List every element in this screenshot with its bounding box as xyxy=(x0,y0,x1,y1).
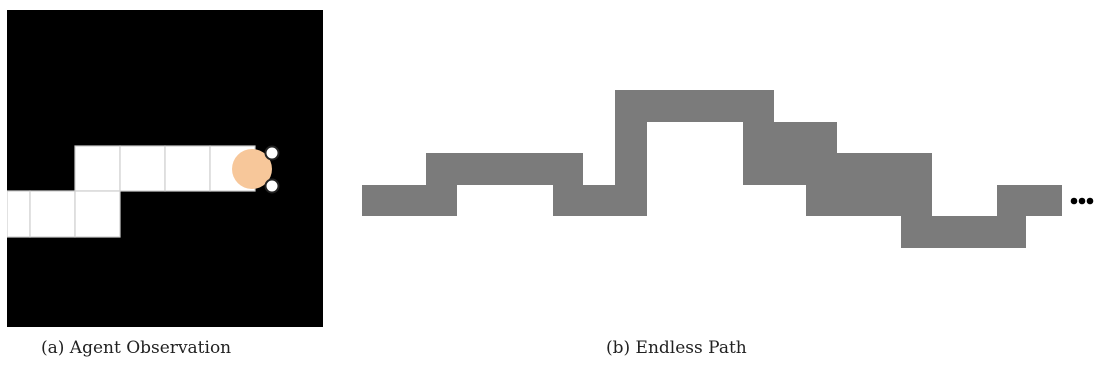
ellipsis-dot xyxy=(1086,197,1094,205)
endless-path-panel xyxy=(362,90,1094,248)
agent-observation-panel xyxy=(7,10,323,327)
ellipsis-dot xyxy=(1070,197,1078,205)
path-tile xyxy=(29,190,76,238)
ellipsis-dot xyxy=(1078,197,1086,205)
path-tile xyxy=(74,190,121,238)
ellipsis-icon xyxy=(1070,197,1094,205)
agent-body xyxy=(232,149,272,189)
caption-agent-observation: (a) Agent Observation xyxy=(41,338,232,358)
path-tile xyxy=(7,190,31,238)
endless-path-shape xyxy=(362,90,1062,248)
agent-eye-top xyxy=(264,145,280,161)
caption-endless-path: (b) Endless Path xyxy=(606,338,747,358)
path-tile xyxy=(119,145,166,192)
agent-icon xyxy=(232,145,280,194)
path-tile xyxy=(164,145,211,192)
agent-eye-bottom xyxy=(264,178,280,194)
path-tile xyxy=(74,145,121,192)
